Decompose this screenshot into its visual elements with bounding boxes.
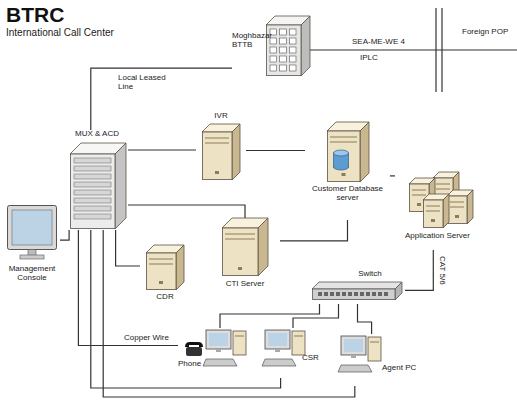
node-label: CTI Server	[210, 280, 280, 289]
switch-node: Switch	[310, 270, 405, 304]
workstation-icon	[203, 328, 248, 370]
annotation-label: SEA-ME-WE 4	[352, 38, 405, 47]
mux-node: MUX & ACD	[66, 130, 128, 230]
node-label: CSR	[302, 354, 324, 363]
server-node: IVR	[196, 112, 246, 182]
submarine-cable	[310, 49, 517, 50]
network-link	[405, 250, 433, 290]
link-label: Copper Wire	[124, 334, 184, 343]
server-node: CTI Server	[210, 218, 280, 294]
node-label: Agent PC	[382, 364, 422, 373]
monitor-icon	[7, 205, 57, 261]
database-icon	[333, 150, 349, 170]
diagram-title: BTRC	[6, 3, 64, 27]
network-link	[220, 304, 320, 328]
exchange-node: Moghbazar BTTB	[232, 12, 312, 78]
switch-icon	[312, 282, 402, 300]
network-link	[116, 230, 140, 266]
workstation-icon	[262, 328, 307, 370]
server-icon	[202, 124, 240, 180]
node-label: Customer Database server	[305, 185, 390, 203]
workstation-node: Agent PC	[338, 334, 422, 386]
link-label: CAT 5/6	[437, 256, 446, 285]
server-icon	[222, 218, 268, 276]
workstation-node: CSR	[262, 328, 324, 378]
network-link	[91, 68, 232, 130]
workstation-icon	[338, 334, 383, 376]
node-label: Moghbazar BTTB	[232, 32, 276, 50]
network-link	[246, 150, 305, 151]
server-cluster-icon	[403, 172, 475, 230]
node-label: CDR	[140, 293, 190, 302]
node-label: Phone	[178, 360, 208, 369]
network-link	[358, 304, 372, 334]
mux-rack-icon	[70, 143, 126, 229]
server-icon	[146, 245, 184, 290]
server-cluster-node: Application Server	[395, 172, 480, 250]
node-label: Application Server	[395, 232, 480, 241]
building-icon	[266, 16, 310, 76]
border-bar	[441, 8, 442, 92]
node-label: Switch	[340, 270, 400, 279]
annotation-label: IPLC	[360, 54, 378, 63]
database-node: Customer Database server	[305, 122, 390, 220]
console-node: Management Console	[4, 205, 60, 293]
network-link	[293, 304, 339, 328]
link-label: Local Leased Line	[118, 74, 178, 92]
network-link	[128, 205, 245, 218]
node-label: IVR	[196, 112, 246, 121]
telephone-icon	[184, 342, 204, 356]
annotation-label: Foreign POP	[462, 28, 508, 37]
annotation-label: International Call Center	[6, 27, 114, 38]
network-link	[128, 149, 196, 150]
node-label: MUX & ACD	[66, 130, 128, 139]
node-label: Management Console	[4, 265, 60, 283]
network-link	[280, 220, 348, 241]
network-link	[60, 230, 69, 240]
border-bar	[435, 8, 436, 92]
server-node: CDR	[140, 245, 190, 305]
network-link	[390, 175, 395, 176]
workstation-node: Phone	[178, 328, 248, 378]
